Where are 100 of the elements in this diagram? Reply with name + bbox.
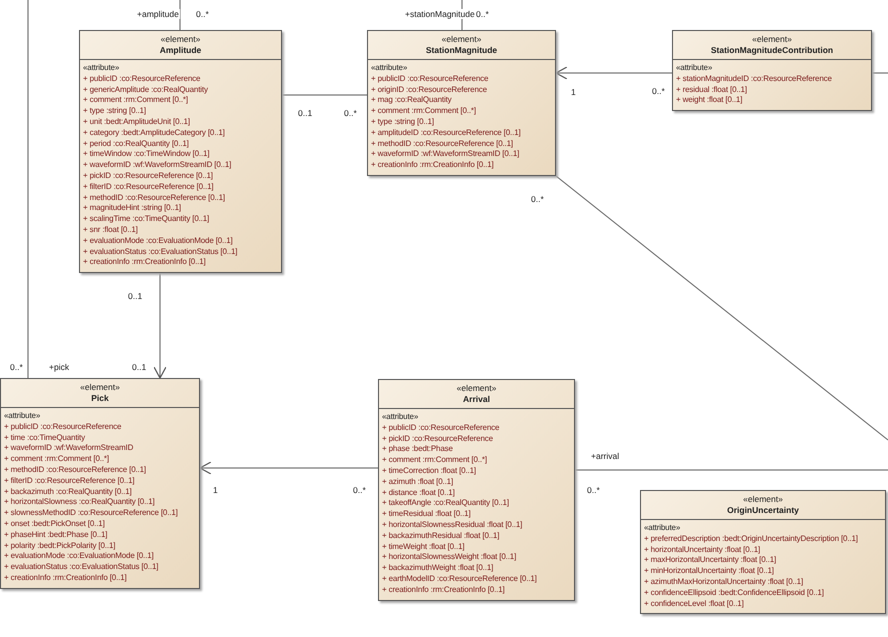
attribute-line: + period :co:RealQuantity [0..1] [83,138,189,150]
attribute-line: + timeWindow :co:TimeWindow [0..1] [83,149,210,160]
attribute-line: + publicID :co:ResourceReference [83,74,200,85]
attribute-line: + publicID :co:ResourceReference [4,422,122,433]
attribute-line: + genericAmplitude :co:RealQuantity [83,84,208,96]
attribute-line: + weight :float [0..1] [676,95,742,106]
stereotype-label: «element» [456,383,498,394]
attribute-line: + comment :rm:Comment [0..*] [371,106,476,117]
multiplicity-label: 0..* [196,9,209,19]
attribute-line: + waveformID :wf:WaveformStreamID [4,443,134,454]
attribute-line: + earthModelID :co:ResourceReference [0..1] [382,574,537,585]
attribute-line: + slownessMethodID :co:ResourceReference [0..1] [4,508,178,519]
attribute-line: + preferredDescription :bedt:OriginUncertaintyDescription [0..1] [644,534,858,545]
attribute-line: + azimuth :float [0..1] [382,476,454,488]
class-box [0,378,200,589]
attribute-line: + pickID :co:ResourceReference [0..1] [83,170,213,182]
attribute-line: + evaluationMode :co:EvaluationMode [0..1] [83,236,233,247]
attribute-line: + timeWeight :float [0..1] [382,542,464,552]
attribute-line: + creationInfo :rm:CreationInfo [0..1] [83,257,206,268]
attribute-line: + evaluationMode :co:EvaluationMode [0..1] [4,551,154,562]
class-name: StationMagnitude [424,45,498,56]
attribute-line: + residual :float [0..1] [676,84,747,96]
class-box [79,30,282,274]
attribute-line: + comment :rm:Comment [0..*] [4,454,109,465]
attribute-line: + methodID :co:ResourceReference [0..1] [83,192,226,204]
attribute-line: + backazimuthResidual :float [0..1] [382,530,500,542]
attribute-line: + scalingTime :co:TimeQuantity [0..1] [83,214,210,225]
class-box [367,30,556,176]
class-name: Arrival [462,394,491,405]
attribute-line: + unit :bedt:AmplitudeUnit [0..1] [83,116,190,128]
stereotype-label: «attribute» [644,523,680,534]
multiplicity-label: 0..1 [298,108,312,118]
attribute-line: + horizontalSlowness :co:RealQuantity [0..1] [4,497,155,508]
attribute-line: + creationInfo :rm:CreationInfo [0..1] [382,584,505,596]
stereotype-label: «element» [742,494,784,505]
attribute-line: + confidenceEllipsoid :bedt:ConfidenceEllipsoid [0..1] [644,588,824,599]
attribute-line: + pickID :co:ResourceReference [382,434,493,444]
attribute-line: + waveformID :wf:WaveformStreamID [0..1] [371,149,520,160]
role-label: +pick [48,362,70,372]
attribute-line: + type :string [0..1] [371,116,434,128]
association-line [872,72,888,74]
attribute-line: + polarity :bedt:PickPolarity [0..1] [4,540,116,552]
association-line [282,94,368,96]
multiplicity-label: 0..* [353,485,366,495]
stereotype-label: «element» [79,382,121,393]
attribute-line: + category :bedt:AmplitudeCategory [0..1] [83,128,225,139]
attribute-line: + comment :rm:Comment [0..*] [83,95,188,106]
attribute-line: + evaluationStatus :co:EvaluationStatus [0..1] [83,246,238,258]
stereotype-label: «attribute» [4,411,40,422]
attribute-line: + minHorizontalUncertainty :float [0..1] [644,566,774,577]
stereotype-label: «attribute» [676,63,712,74]
attribute-line: + maxHorizontalUncertainty :float [0..1] [644,555,776,566]
stereotype-label: «attribute» [382,412,418,423]
attribute-line: + stationMagnitudeID :co:ResourceReference [676,74,832,85]
class-box [640,490,886,614]
role-label: +arrival [590,451,620,461]
attribute-line: + magnitudeHint :string [0..1] [83,203,182,214]
association-line [556,175,888,440]
association-line [153,272,167,379]
attribute-line: + methodID :co:ResourceReference [0..1] [371,138,514,150]
association-line [555,66,672,80]
multiplicity-label: 0..* [476,9,489,19]
attribute-line: + comment :rm:Comment [0..*] [382,455,487,466]
attribute-line: + backazimuthWeight :float [0..1] [382,563,494,574]
multiplicity-label: 0..* [587,485,600,495]
class-box [672,30,872,112]
attribute-line: + azimuthMaxHorizontalUncertainty :float [0..1] [644,576,804,588]
multiplicity-label: 0..* [344,108,357,118]
multiplicity-label: 0..* [652,86,665,96]
attribute-line: + filterID :co:ResourceReference [0..1] [83,182,214,193]
attribute-line: + onset :bedt:PickOnset [0..1] [4,518,105,530]
attribute-line: + amplitudeID :co:ResourceReference [0..1] [371,128,521,139]
attribute-line: + methodID :co:ResourceReference [0..1] [4,464,146,476]
attribute-line: + phaseHint :bedt:Phase [0..1] [4,530,108,541]
multiplicity-label: 0..* [10,362,23,372]
class-box [378,379,575,601]
stereotype-label: «attribute» [371,63,408,74]
class-name: Amplitude [158,45,202,56]
attribute-line: + phase :bedt:Phase [382,444,453,456]
attribute-line: + originID :co:ResourceReference [371,84,487,96]
attribute-line: + mag :co:RealQuantity [371,95,452,106]
role-label: +amplitude [136,9,180,19]
attribute-line: + type :string [0..1] [83,106,146,117]
attribute-line: + publicID :co:ResourceReference [382,422,500,434]
attribute-line: + creationInfo :rm:CreationInfo [0..1] [371,160,494,171]
stereotype-label: «element» [160,34,202,45]
attribute-line: + horizontalSlownessWeight :float [0..1] [382,552,516,564]
attribute-line: + snr :float [0..1] [83,224,138,236]
multiplicity-label: 0..1 [132,362,146,372]
class-name: Pick [90,393,110,404]
multiplicity-label: 1 [213,485,218,495]
attribute-line: + horizontalSlownessResidual :float [0..1] [382,520,522,531]
stereotype-label: «element» [440,34,482,45]
attribute-line: + distance :float [0..1] [382,488,455,498]
stereotype-label: «element» [751,34,793,45]
association-line [199,461,378,475]
attribute-line: + takeoffAngle :co:RealQuantity [0..1] [382,498,509,510]
class-name: OriginUncertainty [726,505,800,516]
stereotype-label: «attribute» [83,63,120,74]
attribute-line: + time :co:TimeQuantity [4,432,85,444]
